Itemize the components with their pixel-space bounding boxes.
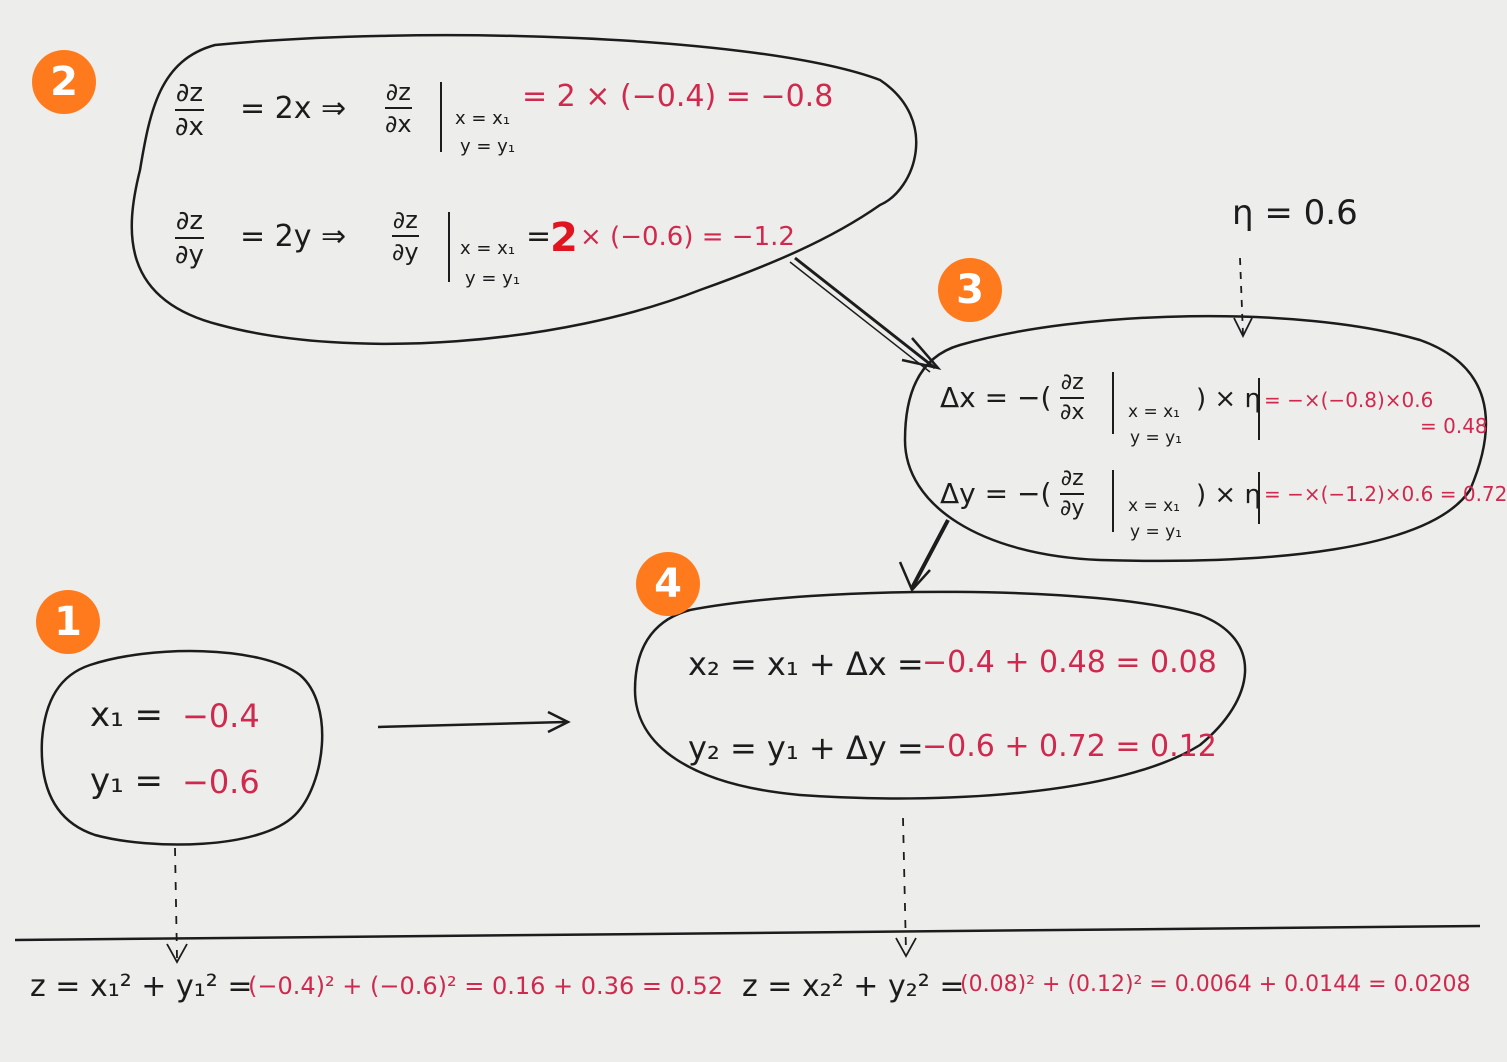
condition-y-eq-y1: y = y₁ xyxy=(460,136,516,157)
condition-y-eq-y1: y = y₁ xyxy=(1130,522,1182,542)
evaluation-bar xyxy=(1112,470,1114,532)
step-badge-3: 3 xyxy=(938,258,1002,322)
oval-step2 xyxy=(130,33,918,346)
x2-update-lhs: x₂ = x₁ + Δx = xyxy=(688,645,924,683)
times-eta: ) × η xyxy=(1196,480,1261,510)
condition-y-eq-y1: y = y₁ xyxy=(1130,428,1182,448)
partial-dz-dy-fraction: ∂z ∂y xyxy=(175,208,204,268)
learning-rate-label: η = 0.6 xyxy=(1232,193,1358,233)
z2-lhs: z = x₂² + y₂² = xyxy=(742,969,965,1004)
dz-dx-value: = 2 × (−0.4) = −0.8 xyxy=(522,79,834,114)
z1-value: (−0.4)² + (−0.6)² = 0.16 + 0.36 = 0.52 xyxy=(248,972,724,1000)
partial-dz-dy-fraction-step3: ∂z ∂y xyxy=(1060,466,1085,521)
partial-dz-dx-fraction-eval: ∂z ∂x xyxy=(385,80,412,136)
x2-update-value: −0.4 + 0.48 = 0.08 xyxy=(922,645,1217,680)
arrow-step1-to-step4 xyxy=(377,710,571,734)
condition-x-eq-x1: x = x₁ xyxy=(455,108,511,129)
dz-numerator: ∂z xyxy=(392,206,418,234)
x1-lhs: x₁ = xyxy=(90,695,164,735)
horizontal-rule xyxy=(14,924,1481,942)
arrow-eta-dashed xyxy=(1233,257,1253,339)
x1-value: −0.4 xyxy=(182,697,260,735)
arrow-step4-to-z2-dashed xyxy=(895,817,917,958)
highlighted-coefficient-2: 2 xyxy=(550,215,578,261)
dz-numerator: ∂z xyxy=(385,78,411,106)
arrow-step2-to-step3 xyxy=(789,256,942,373)
step-badge-4: 4 xyxy=(636,552,700,616)
dz-numerator: ∂z xyxy=(175,78,203,108)
y2-update-lhs: y₂ = y₁ + Δy = xyxy=(688,729,924,767)
evaluation-bar xyxy=(440,82,442,152)
dz-dy-value: × (−0.6) = −1.2 xyxy=(580,222,795,252)
oval-step1 xyxy=(40,649,324,846)
evaluation-bar xyxy=(1258,472,1260,524)
y1-lhs: y₁ = xyxy=(90,761,164,801)
evaluation-bar xyxy=(448,212,450,282)
delta-x-calc: = −×(−0.8)×0.6 xyxy=(1264,388,1434,412)
z1-lhs: z = x₁² + y₁² = xyxy=(30,969,253,1004)
condition-x-eq-x1: x = x₁ xyxy=(460,238,516,259)
eq-2y-implies: = 2y ⇒ xyxy=(240,219,347,254)
step-badge-1: 1 xyxy=(36,590,100,654)
dz-numerator: ∂z xyxy=(1060,466,1084,491)
oval-step3 xyxy=(903,314,1488,563)
delta-x-lhs: Δx = −( xyxy=(940,381,1052,414)
step-badge-2: 2 xyxy=(32,50,96,114)
dy-denominator: ∂y xyxy=(392,238,419,266)
y2-update-value: −0.6 + 0.72 = 0.12 xyxy=(922,729,1217,764)
equals-sign: = xyxy=(526,219,552,254)
delta-y-lhs: Δy = −( xyxy=(940,477,1052,510)
delta-x-result: = 0.48 xyxy=(1420,414,1488,438)
partial-dz-dx-fraction: ∂z ∂x xyxy=(175,80,204,140)
condition-y-eq-y1: y = y₁ xyxy=(465,268,521,289)
eq-2x-implies: = 2x ⇒ xyxy=(240,91,347,126)
evaluation-bar xyxy=(1112,372,1114,434)
arrow-step3-to-step4 xyxy=(898,519,950,593)
dy-denominator: ∂y xyxy=(175,240,204,270)
evaluation-bar xyxy=(1258,378,1260,440)
y1-value: −0.6 xyxy=(182,763,260,801)
dx-denominator: ∂x xyxy=(1060,400,1085,425)
dz-numerator: ∂z xyxy=(175,206,203,236)
delta-y-calc: = −×(−1.2)×0.6 = 0.72 xyxy=(1264,482,1507,506)
condition-x-eq-x1: x = x₁ xyxy=(1128,402,1180,422)
times-eta: ) × η xyxy=(1196,384,1261,414)
dy-denominator: ∂y xyxy=(1060,496,1085,521)
oval-step4 xyxy=(633,590,1247,800)
z2-value: (0.08)² + (0.12)² = 0.0064 + 0.0144 = 0.… xyxy=(960,972,1471,997)
partial-dz-dx-fraction-step3: ∂z ∂x xyxy=(1060,370,1085,425)
dx-denominator: ∂x xyxy=(385,110,412,138)
dz-numerator: ∂z xyxy=(1060,370,1084,395)
dx-denominator: ∂x xyxy=(175,112,204,142)
partial-dz-dy-fraction-eval: ∂z ∂y xyxy=(392,208,419,264)
arrow-step1-to-z1-dashed xyxy=(166,847,188,964)
condition-x-eq-x1: x = x₁ xyxy=(1128,496,1180,516)
